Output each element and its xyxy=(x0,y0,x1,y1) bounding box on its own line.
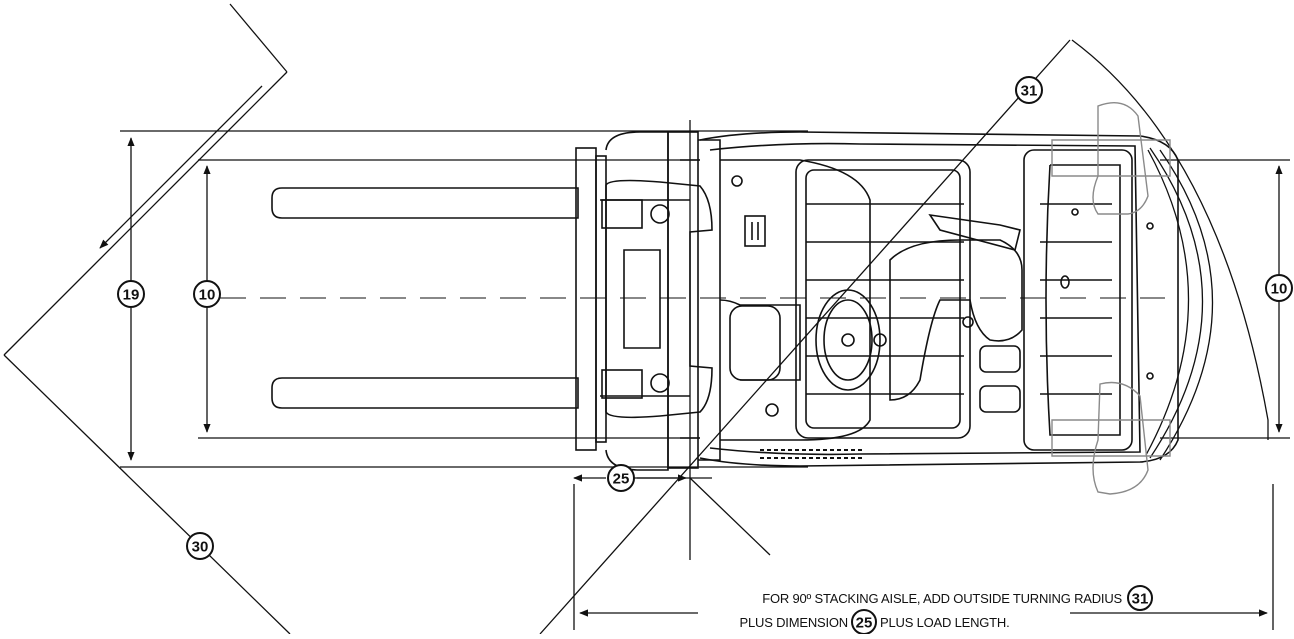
seat xyxy=(889,213,1023,413)
dimension-10-left xyxy=(198,159,700,439)
turning-radius-31 xyxy=(539,39,1269,635)
callout-10-right-bubble xyxy=(1265,274,1293,302)
callout-19: 19 xyxy=(123,287,140,304)
callout-10-right: 10 xyxy=(1271,281,1288,298)
callout-19-bubble xyxy=(117,280,145,308)
dimension-19 xyxy=(120,130,808,468)
note-line-1: FOR 90º STACKING AISLE, ADD OUTSIDE TURN… xyxy=(762,591,1122,606)
callout-30: 30 xyxy=(192,539,209,556)
carriage xyxy=(575,147,713,451)
note-ref-31: 31 xyxy=(1132,591,1149,608)
stacking-aisle-note: FOR 90º STACKING AISLE, ADD OUTSIDE TURN… xyxy=(740,585,1153,635)
callout-31-bubble xyxy=(1015,76,1043,104)
callout-31: 31 xyxy=(1021,83,1038,100)
tread-plate xyxy=(760,449,862,459)
callout-10-left: 10 xyxy=(199,287,216,304)
stacking-aisle-dimension xyxy=(573,484,1274,630)
truck-body xyxy=(699,131,1179,467)
note-line-2-post: PLUS LOAD LENGTH. xyxy=(880,615,1010,630)
note-ref-25: 25 xyxy=(856,615,873,632)
overhead-guard xyxy=(795,159,971,439)
dimension-30-diagonals xyxy=(3,3,291,635)
callout-30-bubble xyxy=(186,532,214,560)
callout-25: 25 xyxy=(613,471,630,488)
steering-wheel xyxy=(815,289,887,391)
forks xyxy=(271,187,579,409)
callout-10-left-bubble xyxy=(193,280,221,308)
note-line-2-pre: PLUS DIMENSION xyxy=(740,615,848,630)
callout-25-bubble xyxy=(607,464,635,492)
note-ref-31-bubble xyxy=(1127,585,1153,611)
counterweight xyxy=(1023,149,1154,451)
rear-wheel-ghosts xyxy=(1051,102,1171,495)
